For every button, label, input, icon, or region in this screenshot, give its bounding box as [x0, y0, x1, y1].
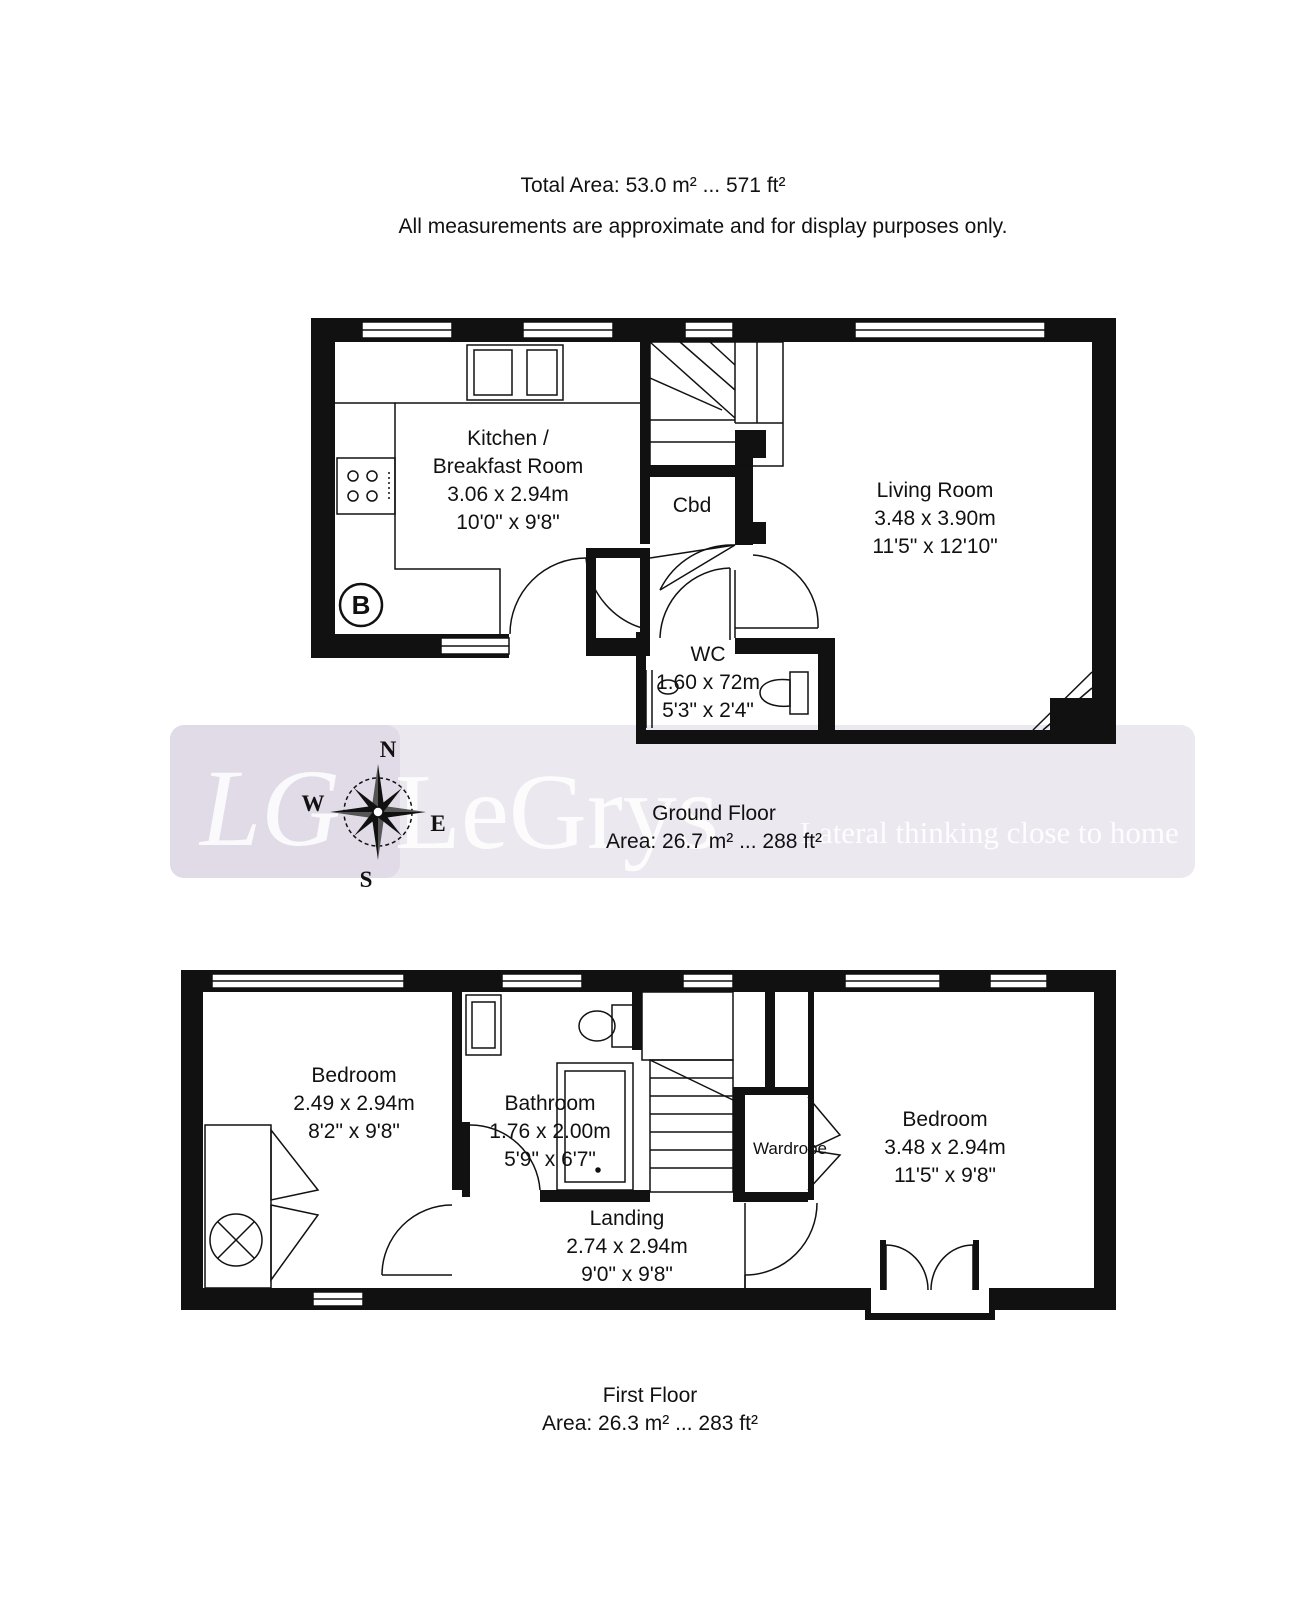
- boiler-symbol: B: [352, 590, 371, 620]
- first-floor-caption: First Floor Area: 26.3 m² ... 283 ft²: [542, 1382, 758, 1438]
- room-name: Living Room: [876, 479, 994, 502]
- floor-name: Ground Floor: [652, 802, 776, 825]
- gf-left-wall: [311, 318, 335, 658]
- gf-wc-right-wall: [818, 638, 835, 733]
- room-name: Bedroom: [311, 1064, 397, 1087]
- room-metric: 3.48 x 3.90m: [874, 507, 996, 530]
- ff-bed1-fittings: [204, 1124, 453, 1289]
- cylinder-icon: [209, 1213, 263, 1267]
- ff-bath-fittings: [465, 994, 635, 1191]
- gf-wc-fittings: [645, 670, 809, 728]
- ff-bath-bottom-wall: [540, 1190, 650, 1202]
- ff-bay: [865, 1240, 995, 1320]
- ff-right-wall: [1094, 970, 1116, 1310]
- compass-n: N: [380, 737, 397, 762]
- room-label-cbd: Cbd: [673, 492, 712, 520]
- gf-bottom-wall: [636, 730, 1116, 744]
- room-label-bedroom-2: Bedroom 3.48 x 2.94m 11'5" x 9'8": [884, 1106, 1005, 1190]
- floor-area: Area: 26.7 m² ... 288 ft²: [606, 830, 822, 853]
- room-metric: 1.76 x 2.00m: [489, 1120, 611, 1143]
- room-name: Landing: [589, 1207, 665, 1230]
- floor-area: Area: 26.3 m² ... 283 ft²: [542, 1412, 758, 1435]
- room-imperial: 5'3" x 2'4": [662, 699, 754, 722]
- gf-wc-top-wall-right: [735, 638, 835, 654]
- gf-stair-bottom: [650, 465, 738, 477]
- room-name: WC: [690, 643, 726, 666]
- total-area: Total Area: 53.0 m² ... 571 ft²: [520, 174, 786, 197]
- room-metric: 3.48 x 2.94m: [884, 1136, 1006, 1159]
- ff-bed1-wall: [452, 990, 462, 1190]
- room-name: Bathroom: [504, 1092, 596, 1115]
- gf-cbd-right-wall: [735, 430, 753, 545]
- ff-windows: [211, 973, 1048, 1307]
- room-metric: 2.74 x 2.94m: [566, 1235, 688, 1258]
- room-name: Wardrobe: [752, 1139, 828, 1158]
- toilet-icon: [789, 671, 809, 715]
- disclaimer: All measurements are approximate and for…: [398, 215, 1008, 238]
- room-imperial: 9'0" x 9'8": [581, 1263, 673, 1286]
- compass-rose-icon: [330, 764, 426, 860]
- gf-doors: [509, 544, 1093, 731]
- wardrobe-unit: [204, 1124, 272, 1289]
- room-imperial: 5'9" x 6'7": [504, 1148, 596, 1171]
- room-metric: 3.06 x 2.94m: [447, 483, 569, 506]
- room-metric: 1.60 x 72m: [656, 671, 760, 694]
- room-label-bathroom: Bathroom 1.76 x 2.00m 5'9" x 6'7": [489, 1090, 610, 1174]
- sink-icon: [466, 344, 564, 401]
- compass-w: W: [302, 791, 325, 816]
- room-label-wardrobe: Wardrobe: [753, 1135, 827, 1163]
- room-name: Breakfast Room: [432, 455, 584, 478]
- watermark-brand: LeGrys: [395, 753, 719, 872]
- gf-wc-left-wall: [636, 632, 646, 744]
- gf-stair-wall-left: [640, 338, 650, 544]
- room-label-bedroom-1: Bedroom 2.49 x 2.94m 8'2" x 9'8": [293, 1062, 414, 1146]
- room-label-kitchen: Kitchen / Breakfast Room 3.06 x 2.94m 10…: [433, 425, 584, 537]
- room-name: Bedroom: [902, 1108, 988, 1131]
- room-imperial: 8'2" x 9'8": [308, 1120, 400, 1143]
- watermark: LG LeGrys Lateral thinking close to home: [170, 725, 1195, 878]
- compass-s: S: [360, 867, 373, 892]
- shower-tray: [556, 1062, 634, 1191]
- ff-stairs: [641, 991, 734, 1193]
- room-label-living: Living Room 3.48 x 3.90m 11'5" x 12'10": [872, 477, 997, 561]
- gf-wc-top-wall-left: [586, 638, 650, 656]
- room-name: Cbd: [672, 494, 712, 517]
- room-imperial: 10'0" x 9'8": [456, 511, 560, 534]
- ff-bath-right-wall: [632, 990, 642, 1050]
- watermark-tagline: Lateral thinking close to home: [800, 815, 1179, 850]
- gf-stairs: [649, 341, 784, 467]
- gf-windows: [361, 321, 1046, 655]
- boiler-icon: [338, 582, 384, 628]
- room-imperial: 11'5" x 9'8": [894, 1164, 996, 1187]
- hob-icon: [336, 457, 396, 515]
- toilet-icon: [611, 1004, 635, 1048]
- floor-name: First Floor: [602, 1384, 698, 1407]
- watermark-monogram: LG: [198, 747, 341, 869]
- room-name: Kitchen /: [467, 427, 549, 450]
- room-imperial: 11'5" x 12'10": [872, 535, 998, 558]
- ff-wardrobe: [744, 1096, 842, 1288]
- ff-left-wall: [181, 970, 203, 1310]
- room-label-wc: WC 1.60 x 72m 5'3" x 2'4": [656, 641, 760, 725]
- room-metric: 2.49 x 2.94m: [293, 1092, 415, 1115]
- compass-e: E: [430, 811, 445, 836]
- basin-icon: [465, 994, 502, 1056]
- gf-kitchen-fittings: [335, 344, 640, 634]
- room-label-landing: Landing 2.74 x 2.94m 9'0" x 9'8": [566, 1205, 687, 1289]
- ground-floor-caption: Ground Floor Area: 26.7 m² ... 288 ft²: [606, 800, 822, 856]
- gf-right-wall: [1092, 318, 1116, 742]
